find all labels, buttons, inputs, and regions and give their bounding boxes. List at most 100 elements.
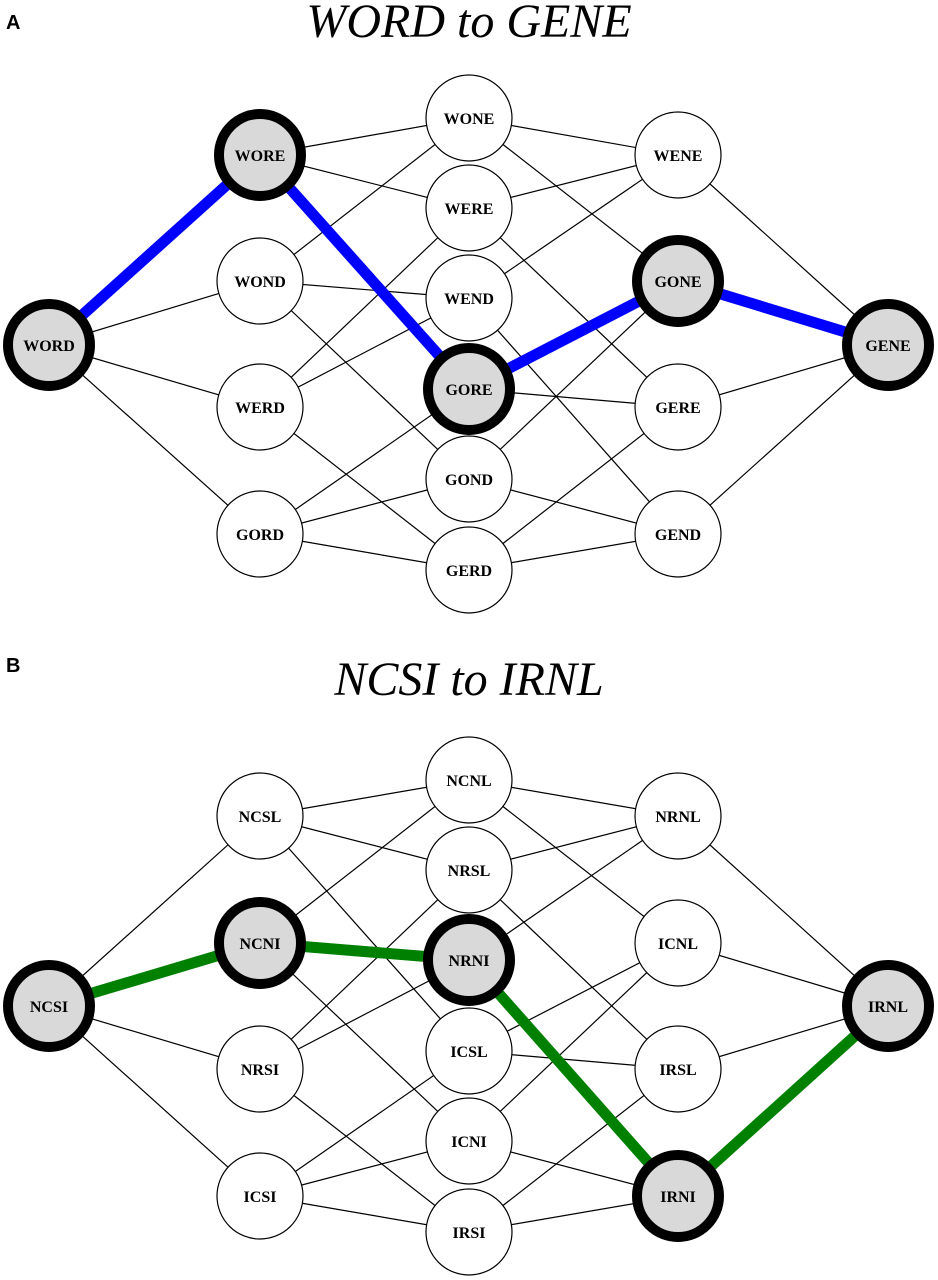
node-label: NRSI <box>241 1062 279 1079</box>
node-circle <box>842 299 934 391</box>
node-label: NCNI <box>240 936 281 953</box>
node-irnl: IRNL <box>842 960 934 1052</box>
node-circle <box>214 897 306 989</box>
node-label: IRSI <box>453 1225 486 1242</box>
edge-wene-gene <box>677 154 889 346</box>
edge-wond-gond <box>259 280 470 480</box>
node-circle <box>425 164 513 252</box>
node-wone: WONE <box>425 74 513 162</box>
node-label: NRNI <box>449 953 490 970</box>
node-circle <box>634 772 722 860</box>
node-label: WERD <box>235 400 285 417</box>
node-word: WORD <box>3 299 95 391</box>
node-circle <box>425 435 513 523</box>
edge-gend-gene <box>677 344 889 535</box>
node-ncnl: NCNL <box>425 736 513 824</box>
node-label: GORD <box>236 527 284 544</box>
node-nrsl: NRSL <box>425 826 513 914</box>
path-edge-irni-irnl <box>674 1001 892 1201</box>
node-gend: GEND <box>634 490 722 578</box>
node-circle <box>425 1188 513 1276</box>
node-label: NCSI <box>30 999 68 1016</box>
node-label: WERE <box>445 201 494 218</box>
path-edge-wore-gore <box>255 151 474 393</box>
node-label: ICSI <box>244 1189 277 1206</box>
edge-word-gord <box>48 344 261 535</box>
node-gene: GENE <box>842 299 934 391</box>
node-circle <box>214 109 306 201</box>
node-circle <box>425 826 513 914</box>
edge-irsi-irsl <box>468 1068 679 1233</box>
node-circle <box>632 235 724 327</box>
node-circle <box>423 343 515 435</box>
edge-ncni-icni <box>259 942 470 1142</box>
node-gerd: GERD <box>425 526 513 614</box>
node-werd: WERD <box>216 363 304 451</box>
edge-werd-gerd <box>259 406 470 571</box>
node-wore: WORE <box>214 109 306 201</box>
node-circle <box>425 1097 513 1185</box>
panel-a-letter: A <box>6 12 21 34</box>
node-circle <box>634 1025 722 1113</box>
node-circle <box>632 1150 724 1242</box>
node-label: GERE <box>655 400 700 417</box>
edge-ncnl-icnl <box>468 779 679 944</box>
node-icsi: ICSI <box>216 1152 304 1240</box>
node-circle <box>634 111 722 199</box>
edge-icni-icnl <box>468 942 679 1142</box>
node-label: ICNI <box>451 1134 487 1151</box>
node-circle <box>634 490 722 578</box>
node-label: WONE <box>444 111 495 128</box>
node-label: WENE <box>654 148 703 165</box>
node-circle <box>425 1007 513 1095</box>
node-label: NRNL <box>655 809 700 826</box>
node-circle <box>425 526 513 614</box>
node-circle <box>425 736 513 824</box>
node-label: ICNL <box>658 936 698 953</box>
path-edge-word-wore <box>45 150 264 350</box>
node-label: NCSL <box>239 809 282 826</box>
node-label: IRNL <box>868 999 908 1016</box>
node-gond: GOND <box>425 435 513 523</box>
node-label: IRSL <box>659 1062 696 1079</box>
edge-ncsi-icsi <box>48 1005 261 1197</box>
node-irsl: IRSL <box>634 1025 722 1113</box>
node-wene: WENE <box>634 111 722 199</box>
edge-were-gere <box>468 207 679 408</box>
node-gere: GERE <box>634 363 722 451</box>
edge-gerd-gere <box>468 406 679 571</box>
edge-werd-were <box>259 207 470 408</box>
node-circle <box>3 960 95 1052</box>
node-label: NCNL <box>446 773 491 790</box>
node-circle <box>634 363 722 451</box>
node-nrsi: NRSI <box>216 1025 304 1113</box>
edge-wond-wone <box>259 117 470 282</box>
edge-nrsl-irsl <box>468 869 679 1070</box>
node-label: GEND <box>655 527 701 544</box>
node-wend: WEND <box>425 254 513 342</box>
node-circle <box>216 237 304 325</box>
node-circle <box>634 899 722 987</box>
node-label: GERD <box>446 563 492 580</box>
node-label: GENE <box>865 338 910 355</box>
node-label: WOND <box>234 274 286 291</box>
node-icsl: ICSL <box>425 1007 513 1095</box>
node-irsi: IRSI <box>425 1188 513 1276</box>
node-circle <box>216 772 304 860</box>
node-label: GONE <box>654 274 701 291</box>
node-label: WORE <box>235 148 286 165</box>
edge-ncsi-ncsl <box>48 815 261 1007</box>
node-circle <box>216 1152 304 1240</box>
node-ncsi: NCSI <box>3 960 95 1052</box>
node-label: NRSL <box>448 863 491 880</box>
node-circle <box>425 74 513 162</box>
edge-ncsl-icsl <box>259 815 470 1052</box>
node-gore: GORE <box>423 343 515 435</box>
node-label: WEND <box>444 291 494 308</box>
node-gord: GORD <box>216 490 304 578</box>
node-ncsl: NCSL <box>216 772 304 860</box>
node-label: ICSL <box>450 1044 487 1061</box>
node-circle <box>216 363 304 451</box>
